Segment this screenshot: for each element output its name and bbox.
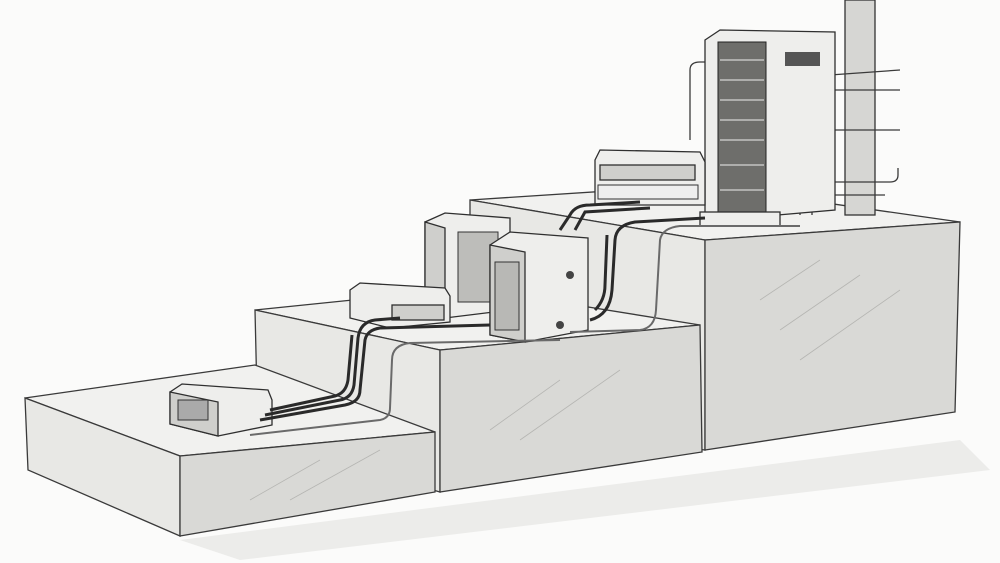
vertical-pipe — [689, 0, 901, 216]
signal-unit — [594, 149, 706, 206]
block-low — [24, 364, 436, 537]
tower-computer-front — [489, 231, 589, 343]
power-supply-box — [169, 383, 273, 437]
server-rack — [699, 29, 836, 227]
cable-bundle — [249, 200, 800, 436]
network-switch — [349, 282, 451, 329]
shading-hatch — [249, 259, 901, 501]
ground-shadow — [180, 440, 990, 560]
